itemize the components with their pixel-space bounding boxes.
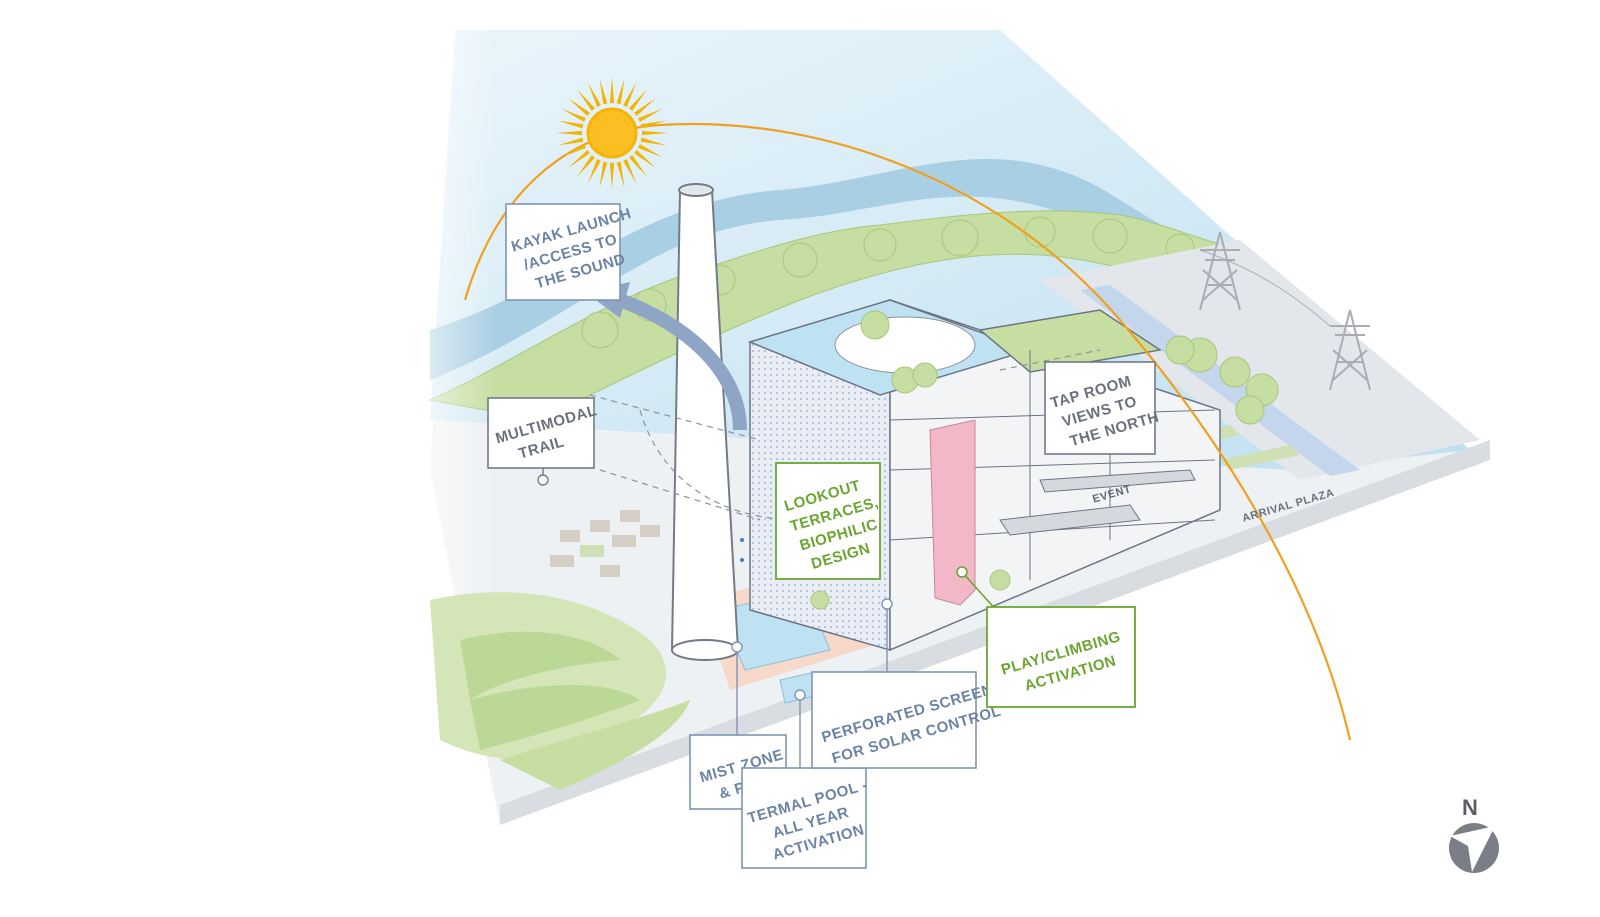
callout-taproom: TAP ROOM VIEWS TO THE NORTH: [1044, 361, 1161, 455]
sun-ray: [638, 108, 663, 122]
sun-ray: [634, 150, 656, 168]
sun-ray: [623, 159, 637, 184]
park-landscape: [430, 592, 690, 790]
sun-ray: [587, 159, 601, 184]
sun-ray: [577, 155, 595, 177]
callout-trail: MULTIMODAL TRAIL: [487, 397, 599, 486]
sun-ray: [557, 137, 584, 146]
callout-play: PLAY/CLIMBING ACTIVATION: [956, 566, 1136, 708]
sun-ray: [568, 98, 590, 116]
sun-ray: [640, 120, 667, 129]
sun-ray: [561, 108, 586, 122]
callout-perforated: PERFORATED SCREEN FOR SOLAR CONTROL: [811, 598, 1003, 769]
callout-kayak: KAYAK LAUNCH /ACCESS TO THE SOUND: [505, 203, 633, 301]
sun-ray: [568, 150, 590, 168]
transmission-tower-icon: [1199, 231, 1371, 391]
sun-icon: [556, 77, 668, 189]
sun-ray: [609, 162, 615, 189]
north-arrow-icon: N: [1449, 795, 1499, 873]
sun-ray: [623, 82, 637, 107]
sun-ray: [561, 144, 586, 158]
terraced-gardens: [550, 510, 660, 577]
svg-text:PLAY/CLIMBING ACTIVATION: PLAY/CLIMBING ACTIVATION: [999, 627, 1133, 700]
callout-termal: TERMAL POOL - ALL YEAR ACTIVATION: [741, 689, 870, 869]
sun-ray: [629, 89, 647, 111]
sun-ray: [638, 144, 663, 158]
sun-ray: [640, 137, 667, 146]
sun-ray: [599, 78, 608, 105]
sun-ray: [616, 161, 625, 188]
sun-ray: [634, 98, 656, 116]
sun-ray: [587, 82, 601, 107]
sun-ray: [641, 130, 668, 136]
north-label: N: [1462, 795, 1478, 820]
guide-lines: [589, 349, 1101, 521]
callout-lookout: LOOKOUT TERRACES, BIOPHILIC DESIGN: [775, 462, 881, 580]
sun-ray: [577, 89, 595, 111]
sun-ray: [609, 77, 615, 104]
sun-ray: [629, 155, 647, 177]
sun-ray: [557, 120, 584, 129]
sun-disc: [586, 107, 638, 159]
sun-ray: [599, 161, 608, 188]
sun-ray: [616, 78, 625, 105]
sun-ray: [556, 130, 583, 136]
